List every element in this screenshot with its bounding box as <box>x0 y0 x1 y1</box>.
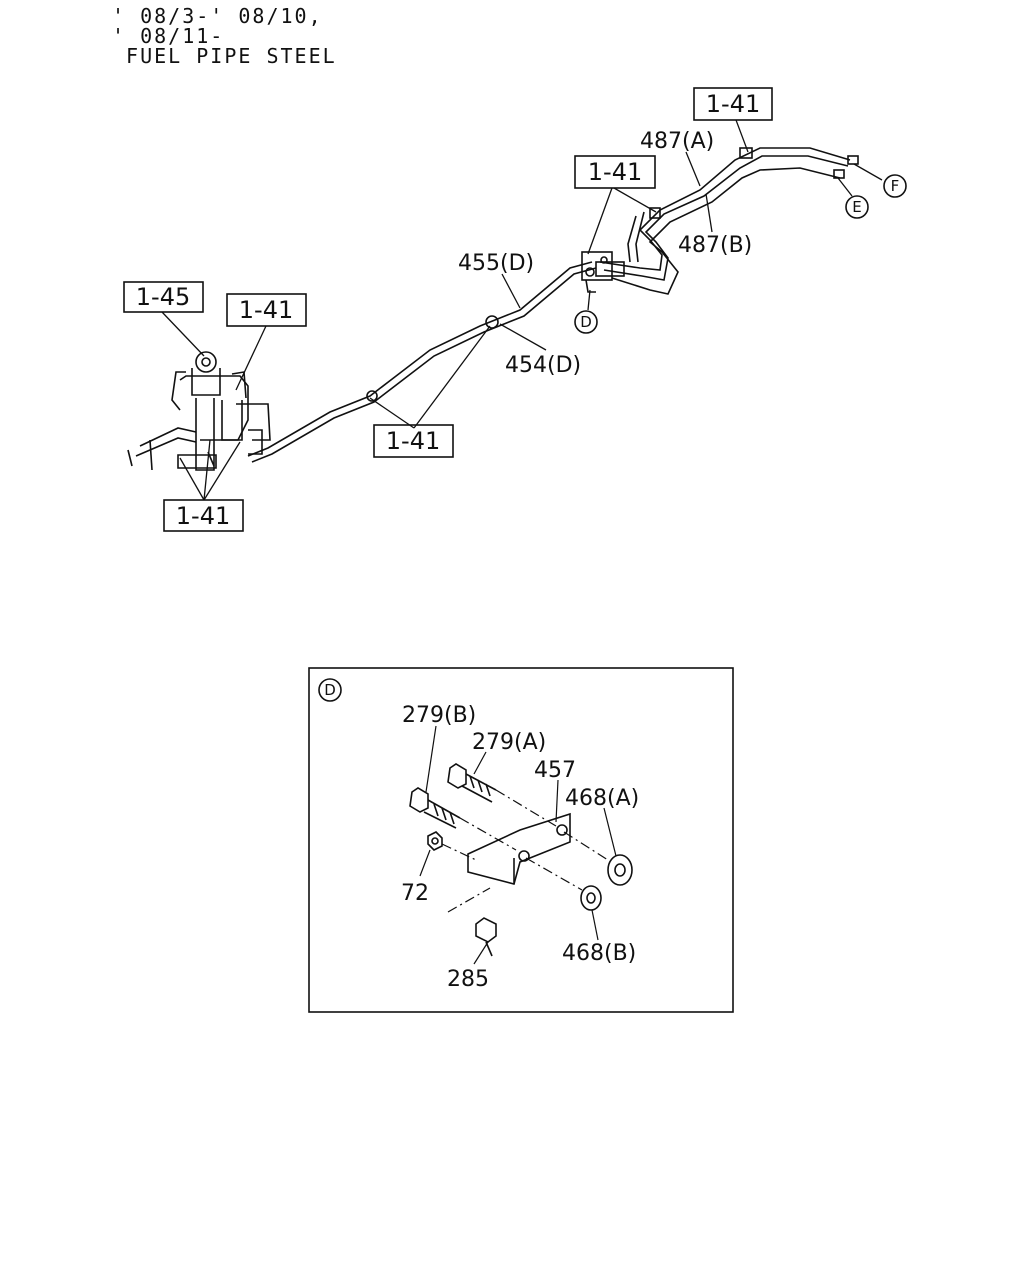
front-assembly <box>127 351 271 471</box>
part-label-455d: 455(D) <box>458 251 534 276</box>
marker-d-circle <box>574 310 598 334</box>
ref-box-label: 1-41 <box>588 158 642 186</box>
marker-f-circle <box>883 174 907 198</box>
detail-d-marker <box>318 678 342 702</box>
marker-e: E <box>852 198 861 216</box>
fuel-pipe-main <box>247 261 597 463</box>
part-label-454d: 454(D) <box>505 353 581 378</box>
header-line-2: ' 08/11- <box>112 24 225 48</box>
junction-block <box>581 251 625 293</box>
ref-box-label: 1-41 <box>386 427 440 455</box>
leader-lines <box>161 119 883 501</box>
header-title: FUEL PIPE STEEL <box>112 44 337 68</box>
marker-d: D <box>580 313 592 331</box>
part-label-487a: 487(A) <box>640 129 714 154</box>
ref-box-label: 1-45 <box>136 283 190 311</box>
marker-e-circle <box>845 195 869 219</box>
ref-box-label: 1-41 <box>239 296 293 324</box>
detail-label-279a: 279(A) <box>472 730 546 755</box>
detail-label-279b: 279(B) <box>402 703 476 728</box>
detail-label-468a: 468(A) <box>565 786 639 811</box>
ref-boxes <box>123 87 773 532</box>
ref-box-label: 1-41 <box>706 90 760 118</box>
detail-d-parts <box>409 763 633 957</box>
detail-label-468b: 468(B) <box>562 941 636 966</box>
header-line-1: ' 08/3-' 08/10, <box>112 4 323 28</box>
detail-label-72: 72 <box>401 881 429 906</box>
marker-f: F <box>891 177 900 195</box>
fuel-pipe-rear <box>599 147 851 295</box>
ref-box-label: 1-41 <box>176 502 230 530</box>
detail-label-457: 457 <box>534 758 576 783</box>
detail-d-leaders <box>419 725 617 965</box>
detail-d-frame <box>308 667 734 1013</box>
fitting-e <box>833 169 845 179</box>
detail-label-285: 285 <box>447 967 489 992</box>
part-label-487b: 487(B) <box>678 233 752 258</box>
fitting-f <box>847 155 859 165</box>
detail-d-marker-label: D <box>324 681 336 699</box>
